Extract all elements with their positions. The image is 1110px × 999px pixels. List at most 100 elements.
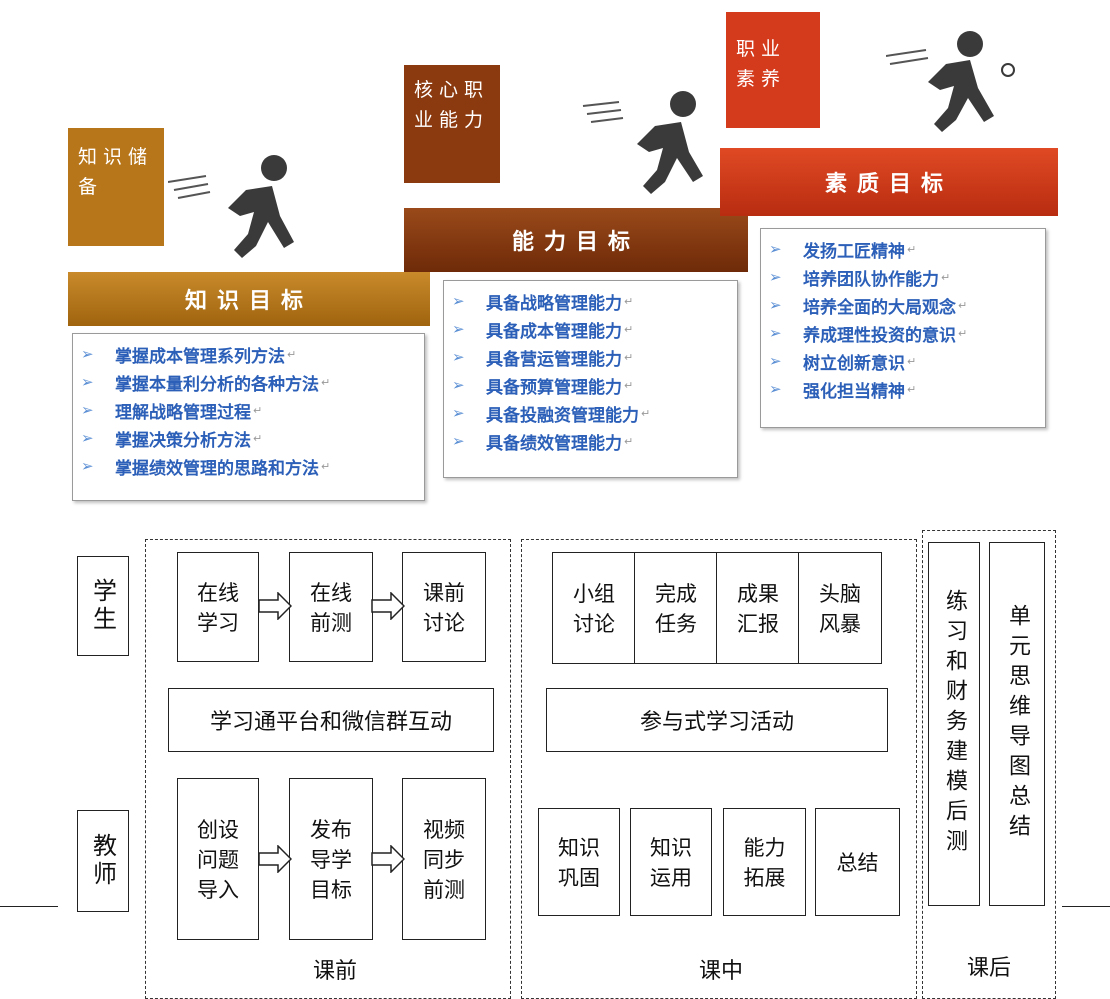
paragraph-mark-icon: ↵	[253, 403, 263, 417]
ability-goal-text: 具备绩效管理能力	[486, 433, 622, 454]
knowledge-goal-text: 掌握成本管理系列方法	[115, 346, 285, 367]
pre-student-step: 在线前测	[289, 552, 373, 662]
divider-left	[0, 906, 58, 907]
paragraph-mark-icon: ↵	[907, 242, 917, 256]
pre-student-step-text: 在线前测	[310, 581, 352, 635]
phase-in-label: 课中	[676, 953, 766, 985]
post-mindmap-text: 单元思维导图总结	[1005, 604, 1030, 844]
knowledge-band-text: 知识目标	[184, 288, 313, 314]
knowledge-goal-item: ➢掌握本量利分析的各种方法↵	[81, 368, 416, 396]
role-teacher-text: 教师	[88, 833, 117, 889]
in-student-step: 小组讨论	[552, 552, 636, 664]
in-student-step: 完成任务	[634, 552, 718, 664]
pre-teacher-step: 创设问题导入	[177, 778, 259, 940]
role-student-text: 学生	[88, 578, 117, 634]
in-teacher-step: 能力拓展	[723, 808, 806, 916]
pre-platform-text: 学习通平台和微信群互动	[209, 710, 452, 735]
ability-goal-item: ➢具备营运管理能力↵	[452, 343, 729, 371]
bullet-arrow-icon: ➢	[769, 268, 782, 286]
knowledge-goal-text: 掌握本量利分析的各种方法	[115, 374, 319, 395]
ability-goal-text: 具备投融资管理能力	[486, 405, 639, 426]
in-student-step-text: 小组讨论	[573, 582, 615, 636]
pre-teacher-step-text: 发布导学目标	[310, 818, 352, 902]
bullet-arrow-icon: ➢	[769, 240, 782, 258]
ability-goal-item: ➢具备绩效管理能力↵	[452, 427, 729, 455]
knowledge-tag: 知识储备	[68, 128, 164, 246]
ability-goal-text: 具备成本管理能力	[486, 321, 622, 342]
quality-band-text: 素质目标	[824, 171, 953, 197]
paragraph-mark-icon: ↵	[624, 434, 634, 448]
quality-goal-item: ➢培养全面的大局观念↵	[769, 291, 1037, 319]
knowledge-list: ➢掌握成本管理系列方法↵➢掌握本量利分析的各种方法↵➢理解战略管理过程↵➢掌握决…	[72, 333, 425, 501]
runner-icon-ability	[582, 91, 703, 194]
quality-goal-item: ➢ 发扬工匠精神↵	[769, 235, 1037, 263]
knowledge-goal-item: ➢掌握决策分析方法↵	[81, 424, 416, 452]
in-teacher-step: 总结	[815, 808, 900, 916]
phase-pre-label: 课前	[290, 953, 380, 985]
bullet-arrow-icon: ➢	[452, 320, 465, 338]
ability-tag-text: 核心职业能力	[414, 79, 490, 131]
in-student-step: 成果汇报	[716, 552, 800, 664]
bullet-arrow-icon: ➢	[769, 380, 782, 398]
ability-goal-text: 具备战略管理能力	[486, 293, 622, 314]
in-student-step: 头脑风暴	[798, 552, 882, 664]
paragraph-mark-icon: ↵	[641, 406, 651, 420]
knowledge-goal-item: ➢理解战略管理过程↵	[81, 396, 416, 424]
bullet-arrow-icon: ➢	[452, 376, 465, 394]
post-practice-text: 练习和财务建模后测	[942, 589, 967, 859]
runner-icon-quality	[886, 31, 1015, 132]
in-activity-box: 参与式学习活动	[546, 688, 888, 752]
in-student-step-text: 完成任务	[655, 582, 697, 636]
pre-teacher-step: 发布导学目标	[289, 778, 373, 940]
quality-goal-text: 树立创新意识	[803, 353, 905, 374]
ability-band: 能力目标	[404, 208, 748, 272]
phase-pre-label-text: 课前	[312, 959, 357, 984]
arrow-right-icon	[258, 845, 292, 873]
in-student-step-text: 成果汇报	[737, 582, 779, 636]
phase-post-label-text: 课后	[966, 956, 1011, 981]
ability-goal-text: 具备营运管理能力	[486, 349, 622, 370]
quality-goal-text: 养成理性投资的意识	[803, 325, 956, 346]
post-mindmap-box: 单元思维导图总结	[989, 542, 1045, 906]
knowledge-goal-text: 掌握决策分析方法	[115, 430, 251, 451]
bullet-arrow-icon: ➢	[769, 324, 782, 342]
quality-goal-text: 培养团队协作能力	[803, 269, 939, 290]
quality-band: 素质目标	[720, 148, 1058, 216]
post-practice-box: 练习和财务建模后测	[928, 542, 980, 906]
pre-platform-box: 学习通平台和微信群互动	[168, 688, 494, 752]
pre-teacher-step-text: 创设问题导入	[197, 818, 239, 902]
quality-goal-item: ➢强化担当精神↵	[769, 375, 1037, 403]
pre-student-step: 课前讨论	[402, 552, 486, 662]
in-teacher-step-text: 能力拓展	[743, 836, 786, 890]
role-teacher: 教师	[77, 810, 129, 912]
paragraph-mark-icon: ↵	[624, 322, 634, 336]
paragraph-mark-icon: ↵	[253, 431, 263, 445]
quality-tag: 职业素养	[726, 12, 820, 128]
knowledge-goal-text: 理解战略管理过程	[115, 402, 251, 423]
divider-right	[1062, 906, 1110, 907]
knowledge-goal-item: ➢掌握绩效管理的思路和方法↵	[81, 452, 416, 480]
paragraph-mark-icon: ↵	[941, 270, 951, 284]
ability-list: ➢具备战略管理能力↵➢具备成本管理能力↵➢具备营运管理能力↵➢具备预算管理能力↵…	[443, 280, 738, 478]
quality-goal-text: 发扬工匠精神	[803, 241, 905, 262]
paragraph-mark-icon: ↵	[958, 298, 968, 312]
pre-teacher-step-text: 视频同步前测	[423, 818, 465, 902]
role-student: 学生	[77, 556, 129, 656]
paragraph-mark-icon: ↵	[624, 294, 634, 308]
quality-goal-item: ➢ 培养团队协作能力↵	[769, 263, 1037, 291]
in-teacher-step-text: 知识巩固	[558, 836, 600, 890]
paragraph-mark-icon: ↵	[907, 382, 917, 396]
ability-goal-item: ➢具备战略管理能力↵	[452, 287, 729, 315]
quality-goal-text: 培养全面的大局观念	[803, 297, 956, 318]
quality-goal-item: ➢养成理性投资的意识↵	[769, 319, 1037, 347]
in-activity-text: 参与式学习活动	[639, 710, 794, 735]
bullet-arrow-icon: ➢	[452, 348, 465, 366]
knowledge-tag-text: 知识储备	[78, 146, 154, 198]
runner-icon-knowledge	[168, 155, 294, 258]
pre-teacher-step: 视频同步前测	[402, 778, 486, 940]
in-teacher-step: 知识运用	[630, 808, 712, 916]
pre-student-step-text: 课前讨论	[423, 581, 465, 635]
arrow-right-icon	[258, 592, 292, 620]
bullet-arrow-icon: ➢	[81, 373, 94, 391]
bullet-arrow-icon: ➢	[769, 352, 782, 370]
